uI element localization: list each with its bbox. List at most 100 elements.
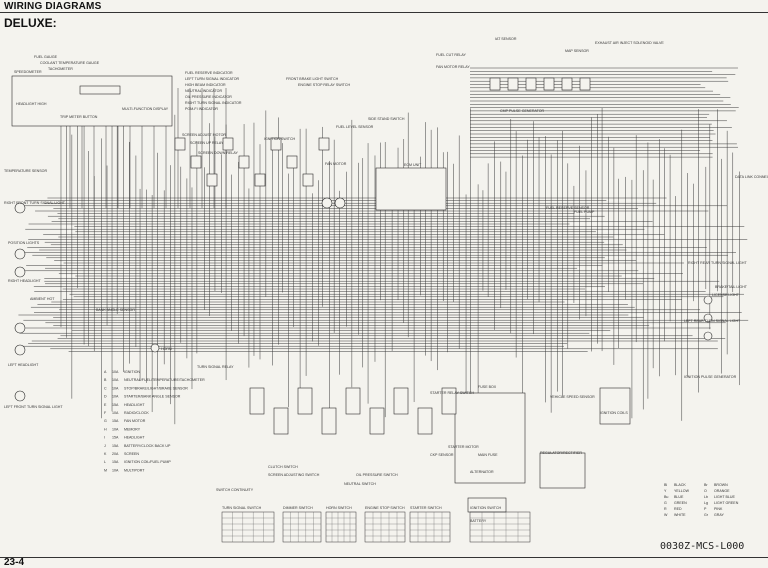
relay xyxy=(543,77,555,91)
component-label-ckp: CKP SENSOR xyxy=(430,453,454,457)
connector xyxy=(249,387,265,415)
relay xyxy=(579,77,591,91)
fuse-amp: 15A xyxy=(112,403,119,407)
page-number: 23-4 xyxy=(4,557,25,568)
component-label-neutral: NEUTRAL INDICATOR xyxy=(185,89,222,93)
color-name: BROWN xyxy=(714,483,728,487)
switch-table-frame xyxy=(409,511,451,543)
connector xyxy=(345,387,361,415)
header-rule xyxy=(0,12,768,13)
relay xyxy=(525,77,537,91)
lamp xyxy=(14,322,26,334)
relay xyxy=(174,137,186,151)
switch-table-title: HORN SWITCH xyxy=(326,506,352,510)
connector xyxy=(369,407,385,435)
component-label-vs-sensor: VEHICLE SPEED SENSOR xyxy=(550,395,595,399)
switch-table-title: ENGINE STOP SWITCH xyxy=(365,506,405,510)
fuse-amp: 15A xyxy=(112,419,119,423)
switch-table-title: DIMMER SWITCH xyxy=(283,506,313,510)
lamp xyxy=(14,202,26,214)
component-label-ap-sensor: IAT SENSOR xyxy=(495,37,517,41)
component-label-headlight-high: HEADLIGHT HIGH xyxy=(16,102,47,106)
fuse-id: M xyxy=(104,468,107,472)
component-label-clutch-switch: CLUTCH SWITCH xyxy=(268,465,298,469)
connector xyxy=(321,407,337,435)
component-label-coolant-temp-gauge: COOLANT TEMPERATURE GAUGE xyxy=(40,61,100,65)
component-label-rear-left-turn: LEFT REAR TURN SIGNAL LIGHT xyxy=(684,319,741,323)
fuse-amp: 15A xyxy=(112,436,119,440)
fuse-id: H xyxy=(104,427,107,431)
component-label-bank-angle: BANK ANGLE SENSOR xyxy=(96,308,135,312)
color-name: PINK xyxy=(714,507,723,511)
instrument-cluster xyxy=(11,75,173,127)
fuse-circuit: BATTERY/CLOCK BACK UP xyxy=(124,444,171,448)
component-label-trip-meter-button: TRIP METER BUTTON xyxy=(60,115,98,119)
fuse-circuit: SCREEN xyxy=(124,452,139,456)
component-label-pgmfi: PGM-FI INDICATOR xyxy=(185,107,218,111)
fuse-amp: 15A xyxy=(112,460,119,464)
component-label-fuse-box: FUSE BOX xyxy=(478,385,497,389)
component-label-front-left-turn: LEFT FRONT TURN SIGNAL LIGHT xyxy=(4,405,63,409)
color-name: ORANGE xyxy=(714,489,730,493)
relay xyxy=(238,155,250,169)
fuse-id: K xyxy=(104,452,107,456)
fuse-circuit: HEADLIGHT xyxy=(124,436,145,440)
fuse-amp: 15A xyxy=(112,444,119,448)
component-label-ignition-switch: IGNITION SWITCH xyxy=(264,137,296,141)
ecm-unit xyxy=(375,167,447,211)
component-label-main-fuse: MAIN FUSE xyxy=(478,453,498,457)
switch-table-frame xyxy=(282,511,322,543)
component-label-regulator: REGULATOR/RECTIFIER xyxy=(540,451,582,455)
wire-bundle xyxy=(18,67,749,425)
switch-continuity-title: SWITCH CONTINUITY xyxy=(216,488,254,492)
connector xyxy=(273,407,289,435)
fuse-circuit: NEUTRAL/FUEL/TEMPERATURE/TACHOMETER xyxy=(124,378,205,382)
component-label-engine-stop: ENGINE STOP RELAY SWITCH xyxy=(298,83,350,87)
fuse-amp: 20A xyxy=(112,452,119,456)
color-code: Bl xyxy=(664,483,667,487)
component-label-high-beam: HIGH BEAM INDICATOR xyxy=(185,83,226,87)
switch-table xyxy=(409,511,451,543)
component-label-screen-up: SCREEN UP RELAY xyxy=(190,141,224,145)
color-code: P xyxy=(704,507,707,511)
fuse-id: L xyxy=(104,460,106,464)
color-name: LIGHT GREEN xyxy=(714,501,739,505)
color-code: W xyxy=(664,513,668,517)
component-label-ect: FUEL RESERVE SENSOR xyxy=(546,206,590,210)
switch-table xyxy=(469,511,531,543)
component-label-neutral-switch: NEUTRAL SWITCH xyxy=(344,482,376,486)
component-label-right-headlight: RIGHT HEADLIGHT xyxy=(8,279,41,283)
color-name: GRAY xyxy=(714,513,725,517)
component-label-battery: BATTERY xyxy=(470,519,487,523)
component-label-ecm: ECM UNIT xyxy=(404,163,422,167)
component-label-fan-motor-relay: FAN MOTOR RELAY xyxy=(436,65,470,69)
relay xyxy=(270,137,282,151)
relay xyxy=(190,155,202,169)
components xyxy=(11,75,713,513)
component-label-tail-brake: BRAKE/TAIL LIGHT xyxy=(715,285,748,289)
fuse-id: G xyxy=(104,419,107,423)
component-label-fuel-pump: FUEL PUMP xyxy=(574,210,595,214)
color-code: Lb xyxy=(704,495,708,499)
fuse-amp: 10A xyxy=(112,411,119,415)
regulator-rectifier xyxy=(539,452,586,489)
component-label-front-right-turn: RIGHT FRONT TURN SIGNAL LIGHT xyxy=(4,201,66,205)
component-label-left-headlight: LEFT HEADLIGHT xyxy=(8,363,39,367)
color-name: LIGHT BLUE xyxy=(714,495,736,499)
fuse-circuit: IGNITION xyxy=(124,370,140,374)
component-label-screen-down: SCREEN DOWN RELAY xyxy=(198,151,238,155)
fuse-circuit: IGNITION COIL/FUEL PUMP xyxy=(124,460,171,464)
color-name: YELLOW xyxy=(674,489,690,493)
component-label-starter-motor: STARTER MOTOR xyxy=(448,445,479,449)
color-name: RED xyxy=(674,507,682,511)
fan-motor-2 xyxy=(334,197,346,209)
color-code: R xyxy=(664,507,667,511)
connector xyxy=(441,387,457,415)
fuse-amp: 10A xyxy=(112,395,119,399)
lamp xyxy=(703,331,713,341)
component-label-ambient: AMBIENT HOT xyxy=(30,297,55,301)
fuse-circuit: RADIO/CLOCK xyxy=(124,411,149,415)
switch-table-frame xyxy=(469,511,531,543)
